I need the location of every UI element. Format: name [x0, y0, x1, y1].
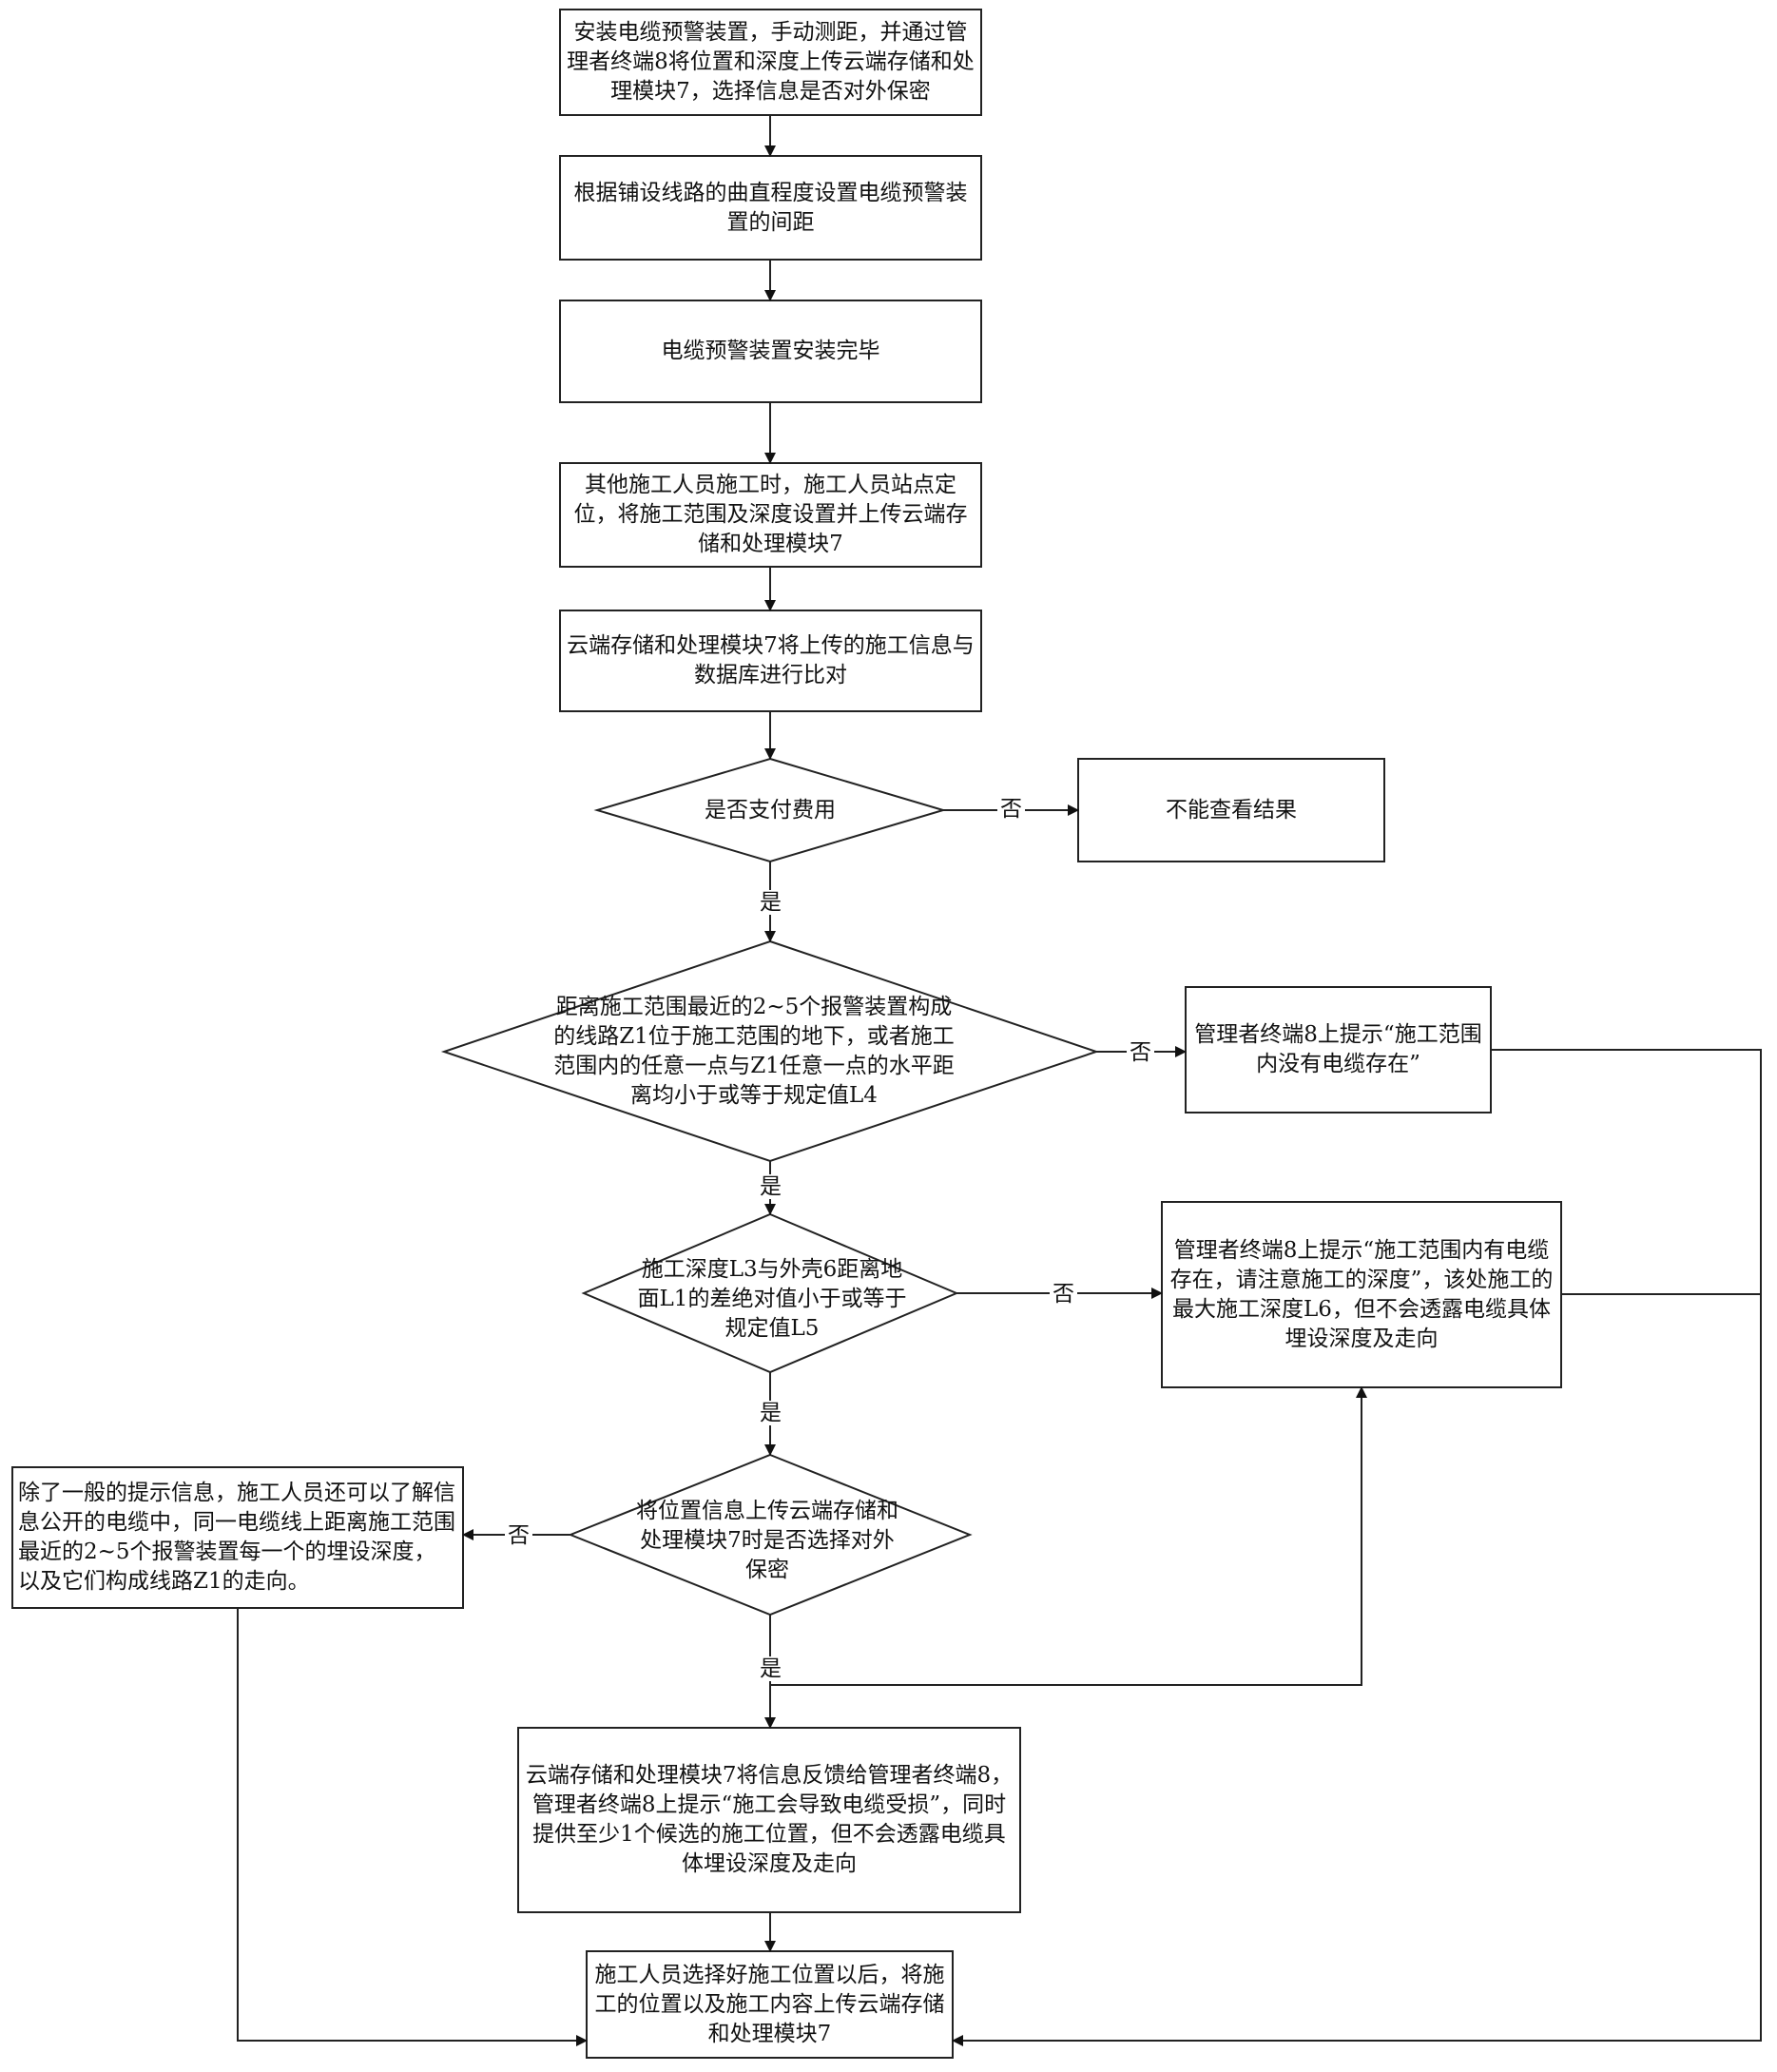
box-no-cable-text: 管理者终端8上提示“施工范围内没有电缆存在” — [1194, 1022, 1482, 1076]
box-public-info-text: 除了一般的提示信息，施工人员还可以了解信息公开的电缆中，同一电缆线上距离施工范围… — [18, 1481, 455, 1594]
label-d4-no: 否 — [505, 1523, 532, 1548]
diamond-range-check-text: 距离施工范围最近的2~5个报警装置构成的线路Z1位于施工范围的地下，或者施工范围… — [553, 995, 955, 1108]
label-d3-no: 否 — [1050, 1282, 1077, 1307]
label-d1-yes: 是 — [757, 890, 784, 915]
label-d2-yes: 是 — [757, 1174, 784, 1199]
arrow-public-info-return — [237, 1608, 588, 2046]
label-d4-yes: 是 — [757, 1656, 784, 1681]
label-d1-no: 否 — [997, 797, 1025, 822]
diamond-confidential-text: 将位置信息上传云端存储和处理模块7时是否选择对外保密 — [636, 1498, 898, 1582]
box-select-position-text: 施工人员选择好施工位置以后，将施工的位置以及施工内容上传云端存储和处理模块7 — [594, 1962, 945, 2046]
box-construction-locate-text: 其他施工人员施工时，施工人员站点定位，将施工范围及深度设置并上传云端存储和处理模… — [573, 473, 968, 556]
arrow-d4-yes-up — [770, 1386, 1367, 1686]
box-cannot-view-text: 不能查看结果 — [1166, 797, 1297, 823]
diamond-depth-check-text: 施工深度L3与外壳6距离地面L1的差绝对值小于或等于规定值L5 — [637, 1256, 907, 1341]
box-compare-database-text: 云端存储和处理模块7将上传的施工信息与数据库进行比对 — [567, 633, 975, 687]
box-complete-text: 电缆预警装置安装完毕 — [661, 339, 880, 363]
box-feedback-text: 云端存储和处理模块7将信息反馈给管理者终端8，管理者终端8上提示“施工会导致电缆… — [525, 1763, 1014, 1876]
box-install-text: 安装电缆预警装置，手动测距，并通过管理者终端8将位置和深度上传云端存储和处理模块… — [567, 20, 975, 104]
label-d3-yes: 是 — [757, 1401, 784, 1425]
box-spacing-text: 根据铺设线路的曲直程度设置电缆预警装置的间距 — [573, 180, 968, 235]
label-d2-no: 否 — [1127, 1040, 1154, 1065]
diamond-payment-text: 是否支付费用 — [705, 797, 836, 823]
box-cable-present-text: 管理者终端8上提示“施工范围内有电缆存在，请注意施工的深度”，该处施工的最大施工… — [1169, 1237, 1554, 1351]
arrow-no-cable-return — [952, 1049, 1762, 2046]
